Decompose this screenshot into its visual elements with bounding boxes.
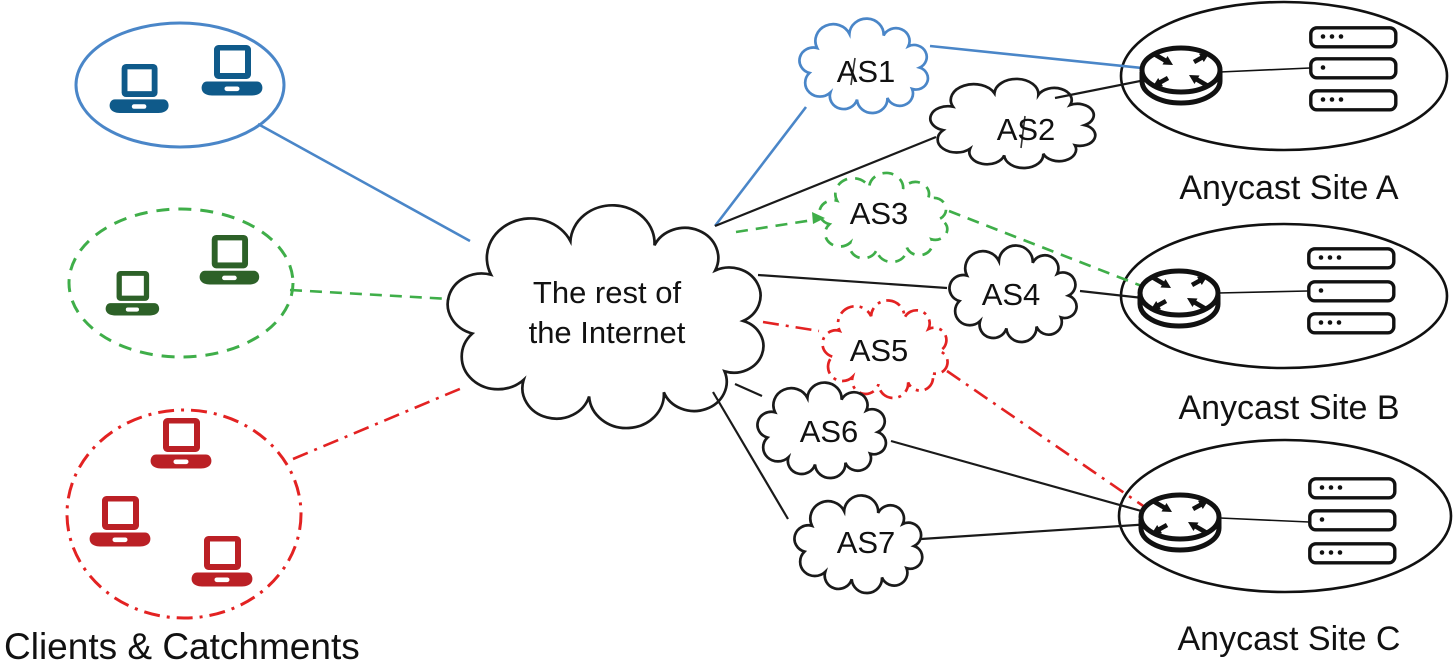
internet-label-line2: the Internet bbox=[529, 315, 686, 350]
laptop-icon bbox=[201, 45, 263, 96]
edge-black-internet-as4 bbox=[757, 273, 948, 290]
as6-label: AS6 bbox=[800, 414, 859, 449]
green-catchment-ellipse bbox=[67, 207, 295, 359]
edges bbox=[257, 44, 1153, 541]
edge-red-as5-sitec bbox=[946, 369, 1153, 514]
laptop-icon bbox=[89, 496, 151, 547]
internet-label-line1: The rest of bbox=[533, 275, 682, 310]
red-catchment-ellipse bbox=[65, 408, 303, 620]
laptop-icon bbox=[191, 536, 253, 587]
as1-label: AS1 bbox=[837, 54, 896, 89]
anycast-site-c bbox=[1141, 477, 1397, 565]
as5-label: AS5 bbox=[850, 333, 909, 368]
anycast-site-b bbox=[1140, 247, 1396, 335]
edge-green-as3-siteb bbox=[948, 209, 1153, 292]
edge-black-as2-sitea bbox=[1054, 77, 1151, 100]
edge-blue-as1-sitea bbox=[929, 44, 1153, 71]
site-c-ellipse bbox=[1117, 438, 1453, 594]
anycast-site-a bbox=[1142, 26, 1398, 112]
green-arrowhead-icon bbox=[812, 212, 825, 224]
edge-blue-clients-internet bbox=[257, 122, 471, 243]
router-server-link bbox=[1219, 67, 1311, 73]
edge-black-as7-sitec bbox=[920, 522, 1153, 541]
clients-catchments-label: Clients & Catchments bbox=[4, 626, 360, 664]
router-icon bbox=[1142, 48, 1220, 103]
server-dots bbox=[1319, 485, 1343, 555]
edge-blue-internet-as1 bbox=[713, 106, 808, 227]
client-group-blue bbox=[74, 21, 286, 149]
laptop-icon bbox=[150, 418, 212, 469]
site-a-label: Anycast Site A bbox=[1179, 169, 1399, 207]
client-group-red bbox=[65, 408, 303, 620]
as7-label: AS7 bbox=[837, 525, 896, 560]
as3-label: AS3 bbox=[850, 196, 909, 231]
edge-black-internet-as2 bbox=[714, 135, 937, 228]
edge-green-internet-as3 bbox=[735, 218, 814, 234]
laptop-icon bbox=[199, 235, 260, 285]
laptop-icon bbox=[105, 271, 160, 316]
edge-black-as6-sitec bbox=[890, 439, 1153, 516]
router-icon bbox=[1140, 271, 1218, 326]
router-icon bbox=[1141, 495, 1219, 550]
site-c-label: Anycast Site C bbox=[1178, 620, 1401, 658]
server-dots bbox=[1320, 34, 1344, 102]
edge-red-internet-as5 bbox=[762, 320, 820, 333]
edge-artifact-as1 bbox=[850, 57, 856, 86]
site-b-label: Anycast Site B bbox=[1178, 389, 1399, 427]
edge-green-clients-internet bbox=[289, 288, 451, 301]
client-group-green bbox=[67, 207, 295, 359]
as4-label: AS4 bbox=[982, 277, 1041, 312]
site-a-ellipse bbox=[1119, 0, 1449, 152]
laptop-icon bbox=[109, 64, 169, 113]
as2-label: AS2 bbox=[997, 112, 1056, 147]
server-dots bbox=[1318, 255, 1342, 325]
edge-black-internet-as7 bbox=[712, 391, 789, 520]
router-server-link bbox=[1219, 517, 1310, 523]
blue-catchment-ellipse bbox=[74, 21, 286, 149]
edge-black-internet-as6 bbox=[734, 382, 763, 398]
edge-artifact-as2 bbox=[1020, 115, 1026, 149]
router-server-link bbox=[1217, 290, 1309, 294]
edge-red-clients-internet bbox=[292, 386, 463, 461]
